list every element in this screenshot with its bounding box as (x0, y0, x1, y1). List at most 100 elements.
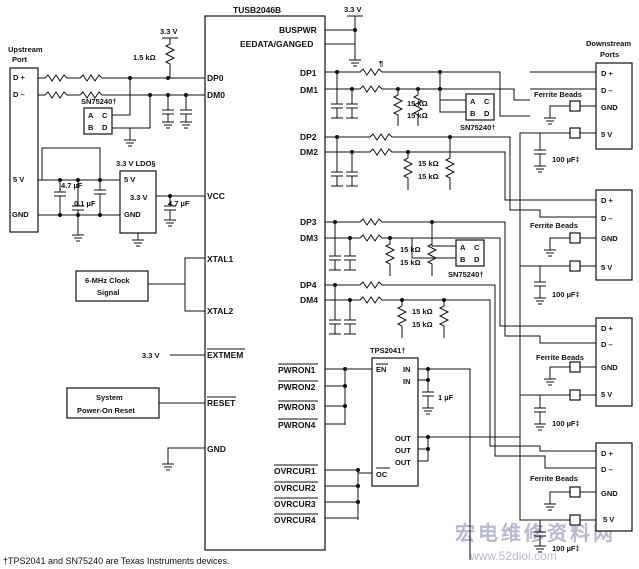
svg-text:C: C (484, 97, 490, 106)
dp4-line (325, 281, 530, 457)
tps2041: TPS2041† EN IN IN OUT OUT OUT OC (370, 346, 419, 487)
cap-47-vcc: 4.7 µF (168, 199, 190, 208)
dm3-line (325, 234, 530, 327)
ldo-title: 3.3 V LDO§ (116, 159, 156, 168)
svg-text:15 kΩ: 15 kΩ (400, 258, 421, 267)
svg-text:PWRON3: PWRON3 (278, 402, 316, 412)
upstream-cap-2 (180, 95, 192, 129)
svg-text:D +: D + (601, 324, 614, 333)
svg-text:15 kΩ: 15 kΩ (407, 99, 428, 108)
downstream-port-2: D + D – GND 5 V Ferrite Beads 100 µF‡ (530, 189, 633, 305)
hub-title: TUSB2046B (233, 5, 281, 15)
hub-box (204, 15, 326, 551)
upstream-port: Upstream Port D + D – 5 V GND (8, 45, 43, 233)
ldo-input-cap (41, 147, 106, 215)
sn-up-box (83, 107, 113, 135)
svg-text:SN75240†: SN75240† (460, 123, 495, 132)
upstream-title-2: Port (12, 55, 28, 64)
svg-text:5 V: 5 V (601, 130, 612, 139)
dm1-line (325, 85, 530, 101)
upstream-dp-line (38, 74, 205, 82)
upstream-pin-5v: 5 V (13, 175, 24, 184)
svg-text:GND: GND (601, 103, 618, 112)
svg-text:EEDATA/GANGED: EEDATA/GANGED (240, 39, 313, 49)
supply-top-right: 3.3 V (344, 5, 362, 14)
svg-text:GND: GND (124, 210, 141, 219)
svg-text:IN: IN (403, 365, 411, 374)
cap-01-up (72, 180, 84, 215)
upstream-pin-dm: D – (13, 90, 25, 99)
svg-text:GND: GND (601, 489, 618, 498)
hub-gnd (162, 447, 205, 471)
svg-text:100 µF‡: 100 µF‡ (552, 419, 580, 428)
dm2-line (325, 148, 530, 201)
svg-text:OC: OC (376, 470, 388, 479)
svg-text:OUT: OUT (395, 446, 411, 455)
svg-text:D: D (484, 109, 490, 118)
svg-text:RESET: RESET (207, 398, 236, 408)
svg-text:15 kΩ: 15 kΩ (412, 320, 433, 329)
svg-text:DP3: DP3 (300, 217, 317, 227)
cap-1uf-label: 1 µF (438, 393, 454, 402)
ldo-gnd (132, 233, 144, 247)
hub-chip: TUSB2046B DP0 DM0 VCC XTAL1 XTAL2 EXTMEM… (204, 5, 326, 551)
vcc-line (156, 195, 205, 227)
upstream-dm-line (38, 91, 205, 99)
sn-up-label: SN75240† (81, 97, 116, 106)
svg-text:OUT: OUT (395, 458, 411, 467)
watermark-text: 宏电维修资料网 (455, 521, 616, 545)
svg-text:DM2: DM2 (300, 147, 318, 157)
dm4-line (325, 296, 530, 447)
svg-text:Power-On Reset: Power-On Reset (77, 406, 135, 415)
svg-text:EN: EN (376, 365, 386, 374)
svg-text:D –: D – (601, 214, 613, 223)
svg-text:6-MHz Clock: 6-MHz Clock (85, 276, 130, 285)
svg-text:¶: ¶ (379, 59, 383, 68)
ldo-box (119, 170, 157, 234)
downstream-title-1: Downstream (586, 39, 631, 48)
svg-text:Signal: Signal (97, 288, 120, 297)
svg-text:5 V: 5 V (603, 515, 614, 524)
svg-text:Ferrite Beads: Ferrite Beads (536, 353, 584, 362)
upstream-pin-dp: D + (13, 73, 26, 82)
dp2-line (325, 133, 530, 211)
svg-text:OVRCUR1: OVRCUR1 (274, 466, 316, 476)
upstream-title-1: Upstream (8, 45, 43, 54)
svg-text:B: B (460, 255, 466, 264)
pwron-wires (325, 368, 372, 425)
sn75240-upstream: SN75240† A C B D (81, 97, 116, 135)
upstream-cap-1 (162, 95, 174, 129)
svg-text:GND: GND (207, 444, 226, 454)
svg-text:VCC: VCC (207, 191, 225, 201)
svg-text:EXTMEM: EXTMEM (207, 350, 243, 360)
svg-text:SN75240†: SN75240† (448, 270, 483, 279)
svg-text:A: A (460, 243, 466, 252)
svg-text:100 µF‡: 100 µF‡ (552, 544, 580, 553)
svg-text:15 kΩ: 15 kΩ (418, 172, 439, 181)
svg-text:PWRON4: PWRON4 (278, 420, 316, 430)
svg-text:XTAL1: XTAL1 (207, 254, 234, 264)
svg-text:A: A (470, 97, 476, 106)
svg-text:BUSPWR: BUSPWR (279, 25, 317, 35)
svg-text:D –: D – (601, 86, 613, 95)
dp1-line (325, 68, 530, 117)
busp-wires (325, 15, 363, 67)
svg-text:A: A (88, 111, 94, 120)
svg-text:DM3: DM3 (300, 233, 318, 243)
vbus-dist (519, 132, 540, 521)
cap-47-label: 4.7 µF (61, 181, 83, 190)
svg-text:100 µF‡: 100 µF‡ (552, 290, 580, 299)
upstream-pin-gnd: GND (12, 210, 29, 219)
svg-text:15 kΩ: 15 kΩ (400, 245, 421, 254)
svg-text:5 V: 5 V (601, 263, 612, 272)
svg-text:D –: D – (601, 340, 613, 349)
svg-text:DP2: DP2 (300, 132, 317, 142)
upstream-connector (9, 67, 39, 233)
svg-text:OVRCUR4: OVRCUR4 (274, 515, 316, 525)
svg-text:XTAL2: XTAL2 (207, 306, 234, 316)
watermark-url: www.52dioi.com (469, 549, 557, 563)
svg-text:Ferrite Beads: Ferrite Beads (534, 90, 582, 99)
svg-text:15 kΩ: 15 kΩ (407, 111, 428, 120)
downstream-port-4: D + D – GND 5 V Ferrite Beads 100 µF‡ (530, 442, 633, 553)
